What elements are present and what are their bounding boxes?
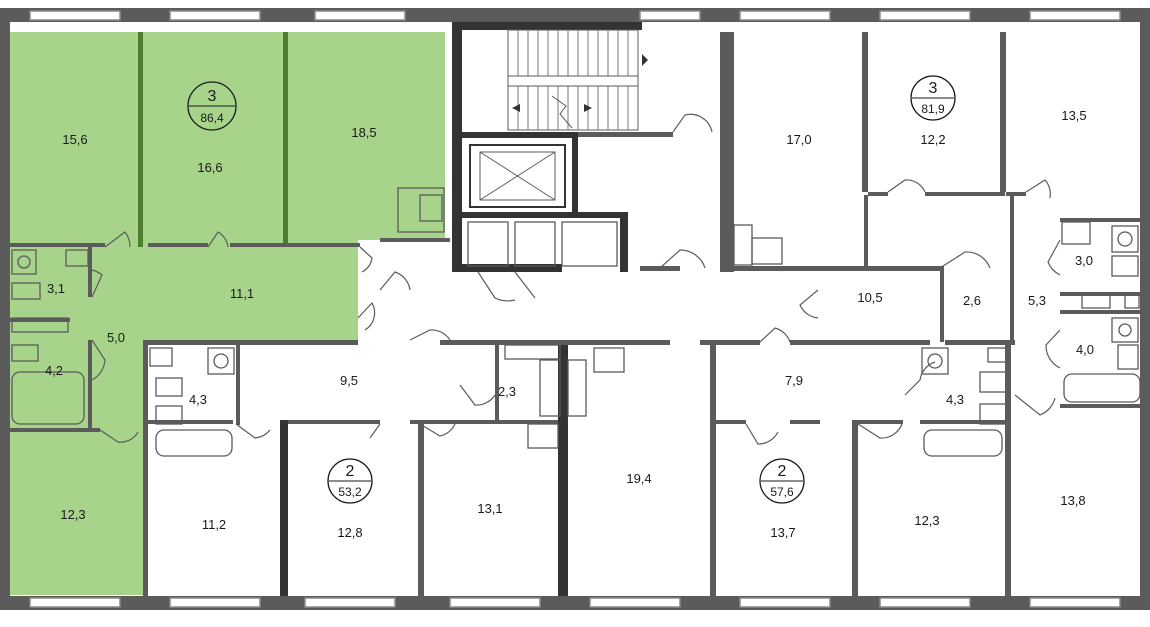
room-area-label: 9,5 [340,373,358,388]
room-area-label: 13,8 [1060,493,1085,508]
apartment-area: 57,6 [770,485,794,499]
windows-bottom [29,597,1121,608]
room-area-label: 5,0 [107,330,125,345]
room-area-label: 4,3 [946,392,964,407]
apartment-rooms: 3 [208,88,217,105]
room-area-label: 3,0 [1075,253,1093,268]
room-area-label: 16,6 [197,160,222,175]
room-area-label: 17,0 [786,132,811,147]
room-area-label: 5,3 [1028,293,1046,308]
apartment-rooms: 2 [346,463,355,480]
room-area-label: 12,2 [920,132,945,147]
room-area-label: 10,5 [857,290,882,305]
room-area-label: 4,3 [189,392,207,407]
room-area-label: 3,1 [47,281,65,296]
highlighted-apartment-fill [10,32,445,595]
room-area-label: 2,6 [963,293,981,308]
apartment-badge-south-a[interactable]: 2 53,2 [327,458,373,504]
apartment-rooms: 2 [778,463,787,480]
bathroom-fixtures [11,187,1141,457]
room-area-label: 13,5 [1061,108,1086,123]
apartment-area: 53,2 [338,485,362,499]
apartment-badge-west[interactable]: 3 86,4 [187,81,237,131]
room-area-label: 7,9 [785,373,803,388]
highlighted-apartment[interactable] [10,32,445,595]
interior-walls [10,22,1140,596]
room-area-label: 13,7 [770,525,795,540]
room-area-label: 4,2 [45,363,63,378]
room-area-label: 19,4 [626,471,651,486]
room-labels: 15,6 16,6 18,5 3,1 5,0 11,1 4,2 12,3 17,… [45,108,1094,540]
room-area-label: 2,3 [498,384,516,399]
elevator [469,144,566,208]
room-area-label: 15,6 [62,132,87,147]
apartment-badge-south-b[interactable]: 2 57,6 [759,458,805,504]
room-area-label: 4,0 [1076,342,1094,357]
windows-top [29,10,1121,21]
apartment-rooms: 3 [929,80,938,97]
room-area-label: 12,3 [914,513,939,528]
apartment-area: 81,9 [921,102,945,116]
room-area-label: 11,2 [202,517,226,532]
room-area-label: 18,5 [351,125,376,140]
apartment-badge-north[interactable]: 3 81,9 [910,75,956,121]
room-area-label: 13,1 [477,501,502,516]
staircase [507,29,648,131]
outer-walls [0,8,1150,610]
room-area-label: 12,3 [60,507,85,522]
room-area-label: 12,8 [337,525,362,540]
apartment-area: 86,4 [200,111,224,125]
room-area-label: 11,1 [230,286,254,301]
doors [91,113,1061,445]
